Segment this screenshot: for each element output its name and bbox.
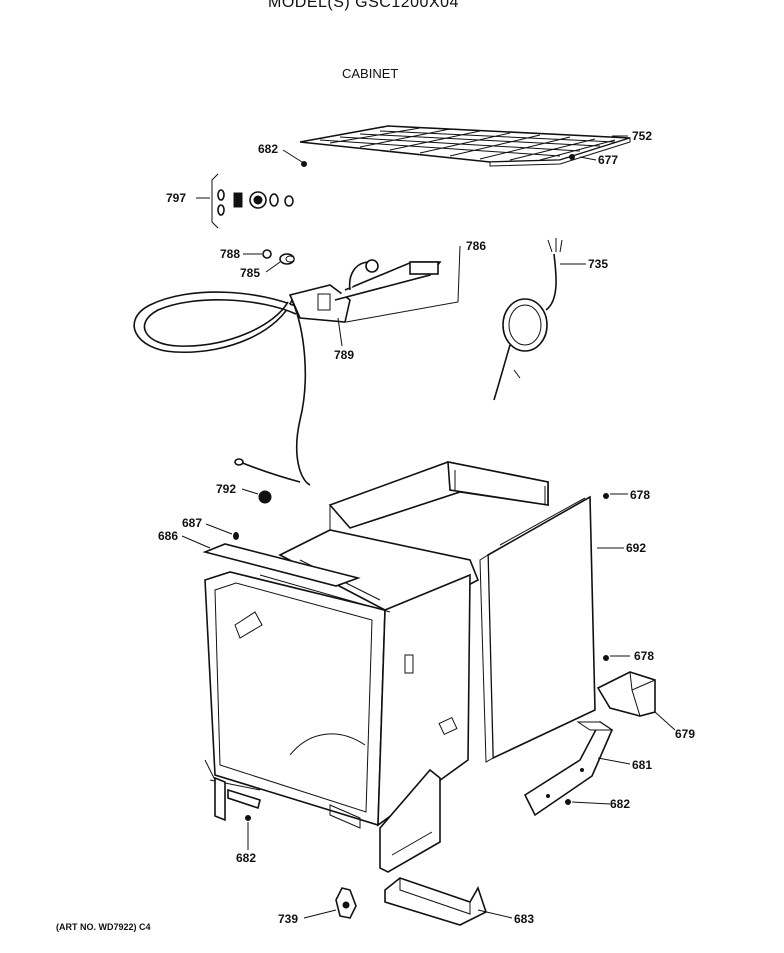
callout-789: 789 (334, 348, 354, 362)
part-677-screw (569, 154, 575, 160)
art-number: (ART NO. WD7922) C4 (56, 922, 151, 932)
callout-682-top: 682 (258, 142, 278, 156)
leader-lines (181, 135, 676, 919)
callout-735: 735 (588, 257, 608, 271)
part-678-screw-mid (603, 655, 609, 661)
part-786-valve-bracket (288, 259, 442, 323)
cabinet-box (328, 461, 549, 540)
part-681-toe-rail (523, 720, 614, 817)
part-692-side-panel (479, 495, 596, 763)
part-797-fastener-kit (211, 173, 294, 229)
callout-678-mid: 678 (634, 649, 654, 663)
tub-assembly (204, 529, 480, 827)
part-792-plug (258, 490, 272, 504)
callout-686: 686 (158, 529, 178, 543)
callout-752: 752 (632, 129, 652, 143)
part-686-vent-plate (202, 543, 361, 587)
callout-679: 679 (675, 727, 695, 741)
part-735-power-cord (493, 238, 563, 401)
callout-785: 785 (240, 266, 260, 280)
part-788-ring (262, 249, 272, 259)
callout-681: 681 (632, 758, 652, 772)
callout-682-bottom: 682 (236, 851, 256, 865)
callout-678-top: 678 (630, 488, 650, 502)
callout-786: 786 (466, 239, 486, 253)
callout-677: 677 (598, 153, 618, 167)
part-683-bracket (384, 877, 487, 926)
section-title: CABINET (342, 66, 399, 81)
callout-692: 692 (626, 541, 646, 555)
drain-hose (133, 291, 311, 486)
part-679-insulation-block (596, 671, 656, 717)
part-678-screw-top (603, 493, 609, 499)
callout-788: 788 (220, 247, 240, 261)
callout-687: 687 (182, 516, 202, 530)
part-682-screw-top (301, 161, 307, 167)
part-739-clip (335, 887, 357, 919)
callout-797: 797 (166, 191, 186, 205)
callout-683: 683 (514, 912, 534, 926)
tub-frame-legs (214, 768, 441, 873)
model-title: MODEL(S) GSC1200X04 (268, 0, 459, 11)
callout-792: 792 (216, 482, 236, 496)
callout-739: 739 (278, 912, 298, 926)
part-682-screw-bottom (245, 815, 251, 821)
part-687-screw (233, 532, 239, 540)
part-752-top-frame (299, 125, 631, 167)
callout-682-right: 682 (610, 797, 630, 811)
part-682-screw-right (565, 799, 571, 805)
part-785-clamp (279, 253, 295, 265)
